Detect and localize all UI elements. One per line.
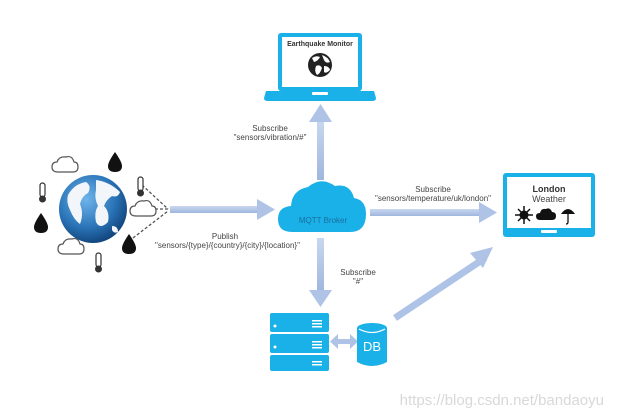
umbrella-icon <box>561 209 575 225</box>
subscribe-all-topic: "#" <box>352 277 364 286</box>
earthquake-monitor-title: Earthquake Monitor <box>287 41 353 48</box>
cloud-icon <box>129 199 157 217</box>
drop-icon <box>122 234 136 254</box>
publish-action: Publish <box>211 232 239 241</box>
subscribe-vibration-topic: "sensors/vibration/#" <box>233 133 307 142</box>
subscribe-all-action: Subscribe <box>340 268 376 277</box>
arrow-db-to-weather <box>393 247 493 321</box>
drop-icon <box>108 152 122 172</box>
subscribe-temperature-action: Subscribe <box>415 185 451 194</box>
thermometer-icon <box>39 182 46 203</box>
cloud-icon <box>57 237 85 255</box>
server-unit <box>270 334 329 353</box>
cloud-weather-icon <box>536 208 556 220</box>
subscribe-temperature-topic: "sensors/temperature/uk/london" <box>375 194 491 203</box>
database-icon[interactable] <box>357 323 387 366</box>
cloud-icon <box>51 155 79 173</box>
thermometer-icon <box>95 252 102 273</box>
arrow-servers-db-bidirectional <box>330 334 358 349</box>
watermark: https://blog.csdn.net/bandaoyu <box>399 392 604 409</box>
thermometer-icon <box>137 176 144 197</box>
london-weather-subtitle: Weather <box>532 194 566 204</box>
publish-topic: "sensors/{type}/{country}/{city}/{locati… <box>155 241 300 250</box>
drop-icon <box>34 213 48 233</box>
subscribe-vibration-action: Subscribe <box>252 124 288 133</box>
mqtt-broker-label: MQTT Broker <box>298 216 348 225</box>
london-weather-tablet[interactable] <box>503 173 595 237</box>
arrow-broker-to-monitor <box>309 104 332 180</box>
sun-icon <box>515 206 533 224</box>
mqtt-broker-cloud[interactable] <box>278 181 366 232</box>
globe-icon <box>308 53 332 77</box>
database-label: DB <box>362 339 382 354</box>
earth-globe-icon <box>59 175 127 243</box>
sensor-icons <box>34 152 157 273</box>
arrow-broker-to-servers <box>309 238 332 307</box>
london-weather-title: London <box>532 184 566 194</box>
server-unit <box>270 313 329 332</box>
server-unit <box>270 355 329 371</box>
arrow-sensors-to-broker <box>170 199 275 220</box>
arrow-broker-to-weather <box>370 202 497 223</box>
server-stack-icon[interactable] <box>270 313 329 371</box>
